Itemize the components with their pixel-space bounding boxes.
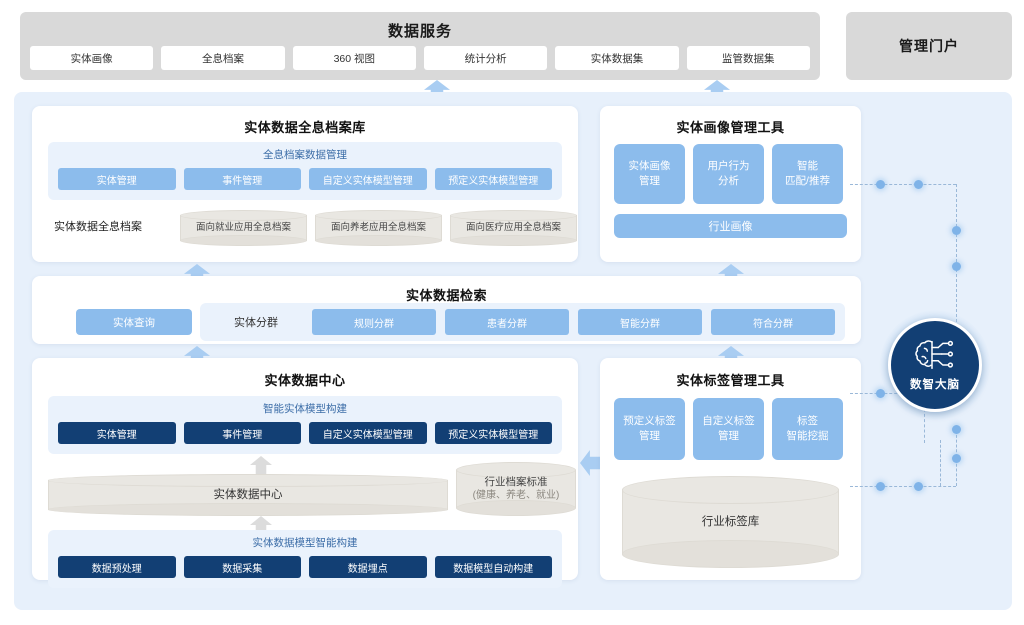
archive-button-row: 实体管理 事件管理 自定义实体模型管理 预定义实体模型管理 — [48, 162, 562, 198]
tile-predefined-tag-management[interactable]: 预定义标签管理 — [614, 398, 685, 460]
chip-regulatory-dataset[interactable]: 监管数据集 — [686, 46, 810, 70]
cylinder-standard-title: 行业档案标准 — [484, 476, 548, 488]
btn-entity-query[interactable]: 实体查询 — [76, 309, 192, 335]
btn-smart-grouping[interactable]: 智能分群 — [578, 309, 702, 335]
entity-grouping-label: 实体分群 — [234, 317, 278, 329]
btn-entity-management[interactable]: 实体管理 — [58, 168, 176, 190]
smart-entity-model-group: 智能实体模型构建 实体管理 事件管理 自定义实体模型管理 预定义实体模型管理 — [48, 396, 562, 454]
archive-data-management-group: 全息档案数据管理 实体管理 事件管理 自定义实体模型管理 预定义实体模型管理 — [48, 142, 562, 200]
btn-predefined-entity-model-management[interactable]: 预定义实体模型管理 — [434, 168, 552, 190]
btn-auto-model-build[interactable]: 数据模型自动构建 — [434, 556, 552, 578]
model-build-group: 实体数据模型智能构建 数据预处理 数据采集 数据埋点 数据模型自动构建 — [48, 530, 562, 588]
entity-data-center-panel: 实体数据中心 智能实体模型构建 实体管理 事件管理 自定义实体模型管理 预定义实… — [32, 358, 578, 588]
entity-archive-title: 实体数据全息档案库 — [244, 120, 366, 135]
data-service-bar: 数据服务 实体画像 全息档案 360 视图 统计分析 实体数据集 监管数据集 — [20, 12, 820, 80]
tile-user-behavior-analysis[interactable]: 用户行为分析 — [693, 144, 764, 204]
tile-smart-matching-recommendation[interactable]: 智能匹配/推荐 — [772, 144, 843, 204]
connector-h-bottom — [850, 486, 956, 487]
cylinder-industry-archive-standard-label: 行业档案标准 (健康、养老、就业) — [456, 462, 576, 516]
connector-dot-5 — [876, 389, 885, 398]
entity-profile-tool-title: 实体画像管理工具 — [676, 120, 785, 135]
data-service-chip-row: 实体画像 全息档案 360 视图 统计分析 实体数据集 监管数据集 — [30, 46, 810, 70]
btn-dc-custom-entity-model-management[interactable]: 自定义实体模型管理 — [309, 422, 427, 444]
entity-tag-tool-title: 实体标签管理工具 — [676, 373, 785, 388]
cylinder-standard-sub: (健康、养老、就业) — [472, 490, 560, 501]
arrow-left-tagtool-to-datacenter — [580, 450, 602, 476]
brain-label: 数智大脑 — [910, 378, 960, 391]
btn-patient-grouping[interactable]: 患者分群 — [445, 309, 569, 335]
entity-search-title: 实体数据检索 — [405, 288, 487, 303]
data-service-title: 数据服务 — [387, 23, 452, 40]
btn-data-collection[interactable]: 数据采集 — [183, 556, 301, 578]
cylinder-industry-archive-standard: 行业档案标准 (健康、养老、就业) — [456, 462, 576, 516]
entity-data-center-title: 实体数据中心 — [264, 373, 346, 388]
connector-dot-10 — [914, 482, 923, 491]
archive-row-label: 实体数据全息档案 — [54, 221, 142, 233]
model-build-label: 实体数据模型智能构建 — [252, 537, 358, 549]
connector-dot-3 — [952, 226, 961, 235]
btn-data-tracking[interactable]: 数据埋点 — [309, 556, 427, 578]
btn-compliant-grouping[interactable]: 符合分群 — [711, 309, 835, 335]
smart-entity-model-button-row: 实体管理 事件管理 自定义实体模型管理 预定义实体模型管理 — [48, 416, 562, 452]
cylinder-industry-tag-library-label: 行业标签库 — [701, 516, 760, 528]
brain-icon — [915, 339, 954, 369]
cylinder-employment-archive: 面向就业应用全息档案 — [180, 210, 307, 246]
entity-archive-panel: 实体数据全息档案库 全息档案数据管理 实体管理 事件管理 自定义实体模型管理 预… — [32, 106, 578, 262]
chip-entity-dataset[interactable]: 实体数据集 — [555, 46, 679, 70]
connector-dot-8 — [952, 454, 961, 463]
cylinder-industry-tag-library: 行业标签库 — [622, 476, 839, 568]
tile-entity-profile-management[interactable]: 实体画像管理 — [614, 144, 685, 204]
btn-event-management[interactable]: 事件管理 — [183, 168, 301, 190]
connector-dot-1 — [876, 180, 885, 189]
btn-dc-entity-management[interactable]: 实体管理 — [58, 422, 176, 444]
platform-canvas: 实体数据全息档案库 全息档案数据管理 实体管理 事件管理 自定义实体模型管理 预… — [14, 92, 1012, 610]
connector-h-top — [850, 184, 956, 185]
smart-brain-badge[interactable]: 数智大脑 — [880, 310, 990, 420]
smart-entity-model-label: 智能实体模型构建 — [263, 403, 347, 415]
entity-tag-tool-panel: 实体标签管理工具 预定义标签管理 自定义标签管理 标签智能挖掘 行业标签库 — [600, 358, 861, 580]
model-build-button-row: 数据预处理 数据采集 数据埋点 数据模型自动构建 — [48, 550, 562, 586]
connector-dot-7 — [952, 425, 961, 434]
cylinder-medical-archive-label: 面向医疗应用全息档案 — [465, 222, 561, 233]
archive-group-label: 全息档案数据管理 — [263, 149, 347, 161]
chip-360-view[interactable]: 360 视图 — [292, 46, 416, 70]
management-portal-card[interactable]: 管理门户 — [846, 12, 1012, 80]
entity-grouping-button-row: 规则分群 患者分群 智能分群 符合分群 — [312, 309, 845, 335]
connector-v-top — [956, 184, 957, 322]
btn-rule-grouping[interactable]: 规则分群 — [312, 309, 436, 335]
cylinder-eldercare-archive-label: 面向养老应用全息档案 — [330, 222, 426, 233]
tile-industry-profile[interactable]: 行业画像 — [614, 214, 847, 238]
connector-v-bottom2 — [940, 440, 941, 486]
chip-statistical-analysis[interactable]: 统计分析 — [423, 46, 548, 70]
cylinder-eldercare-archive: 面向养老应用全息档案 — [315, 210, 442, 246]
cylinder-entity-data-center: 实体数据中心 — [48, 474, 448, 516]
entity-search-panel: 实体数据检索 实体查询 实体分群 规则分群 患者分群 智能分群 符合分群 — [32, 276, 861, 344]
tile-custom-tag-management[interactable]: 自定义标签管理 — [693, 398, 764, 460]
entity-profile-tool-panel: 实体画像管理工具 实体画像管理 用户行为分析 智能匹配/推荐 行业画像 — [600, 106, 861, 262]
btn-data-preprocessing[interactable]: 数据预处理 — [58, 556, 176, 578]
chip-holographic-archive[interactable]: 全息档案 — [161, 46, 285, 70]
arrow-up-datacenter-to-model — [250, 456, 272, 476]
profile-tile-row: 实体画像管理 用户行为分析 智能匹配/推荐 — [614, 144, 843, 204]
entity-grouping-group: 实体分群 规则分群 患者分群 智能分群 符合分群 — [200, 303, 845, 341]
connector-dot-4 — [952, 262, 961, 271]
connector-dot-2 — [914, 180, 923, 189]
brain-circle[interactable]: 数智大脑 — [888, 318, 982, 412]
cylinder-medical-archive: 面向医疗应用全息档案 — [450, 210, 577, 246]
cylinder-entity-data-center-label: 实体数据中心 — [213, 489, 283, 501]
btn-dc-predefined-entity-model-management[interactable]: 预定义实体模型管理 — [434, 422, 552, 444]
connector-dot-9 — [876, 482, 885, 491]
chip-entity-profile[interactable]: 实体画像 — [30, 46, 154, 70]
tile-tag-smart-mining[interactable]: 标签智能挖掘 — [772, 398, 843, 460]
btn-dc-event-management[interactable]: 事件管理 — [183, 422, 301, 444]
tag-tile-row: 预定义标签管理 自定义标签管理 标签智能挖掘 — [614, 398, 843, 460]
btn-custom-entity-model-management[interactable]: 自定义实体模型管理 — [309, 168, 427, 190]
cylinder-employment-archive-label: 面向就业应用全息档案 — [195, 222, 291, 233]
